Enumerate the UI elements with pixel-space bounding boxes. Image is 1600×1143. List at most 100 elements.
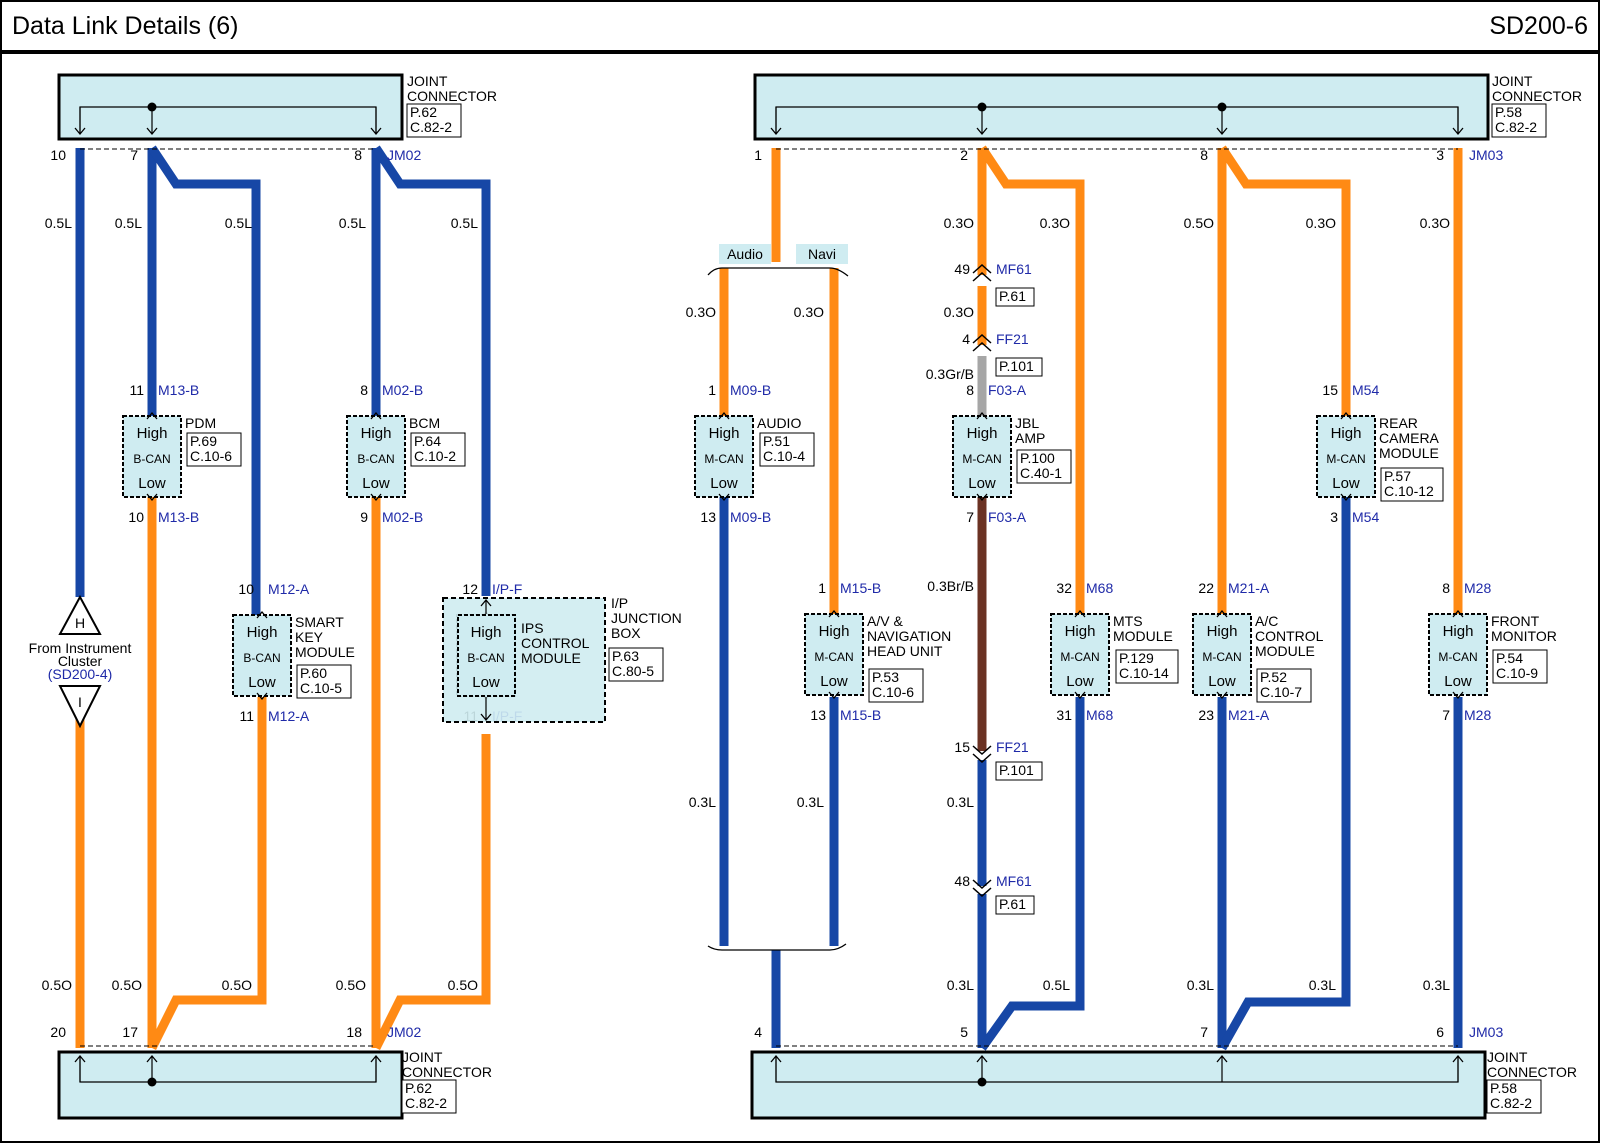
- pin-arrow-icon: [1340, 411, 1352, 420]
- off-page-i-label: I: [78, 694, 82, 710]
- can-low-label: Low: [362, 475, 390, 492]
- wire-size-label: 0.3O: [1306, 215, 1336, 231]
- module-connector-id: M02-B: [382, 382, 423, 398]
- splice-dot: [977, 1077, 987, 1087]
- can-bus-label: B-CAN: [133, 452, 170, 466]
- can-high-label: High: [1065, 623, 1096, 640]
- module-pin-number: 13: [810, 707, 826, 723]
- can-low-label: Low: [472, 674, 500, 691]
- off-page-text: From Instrument: [29, 640, 132, 656]
- off-page-h-label: H: [75, 615, 85, 631]
- branch-label-box-audio: [719, 244, 771, 264]
- can-high-label: High: [471, 624, 502, 641]
- wire-smartkey-low: [147, 697, 267, 1051]
- can-low-label: Low: [1444, 673, 1472, 690]
- module-pin-number: 1: [708, 382, 716, 398]
- module-name: PDM: [185, 415, 216, 431]
- can-bus-label: B-CAN: [357, 452, 394, 466]
- wire-size-label: 0.3L: [947, 794, 974, 810]
- pin-arrow-icon: [146, 1054, 158, 1063]
- wire-size-label: 0.3O: [944, 215, 974, 231]
- joint-connector-ref-box: [1486, 1079, 1542, 1114]
- can-high-label: High: [1331, 425, 1362, 442]
- wire-size-label: 0.5O: [42, 977, 72, 993]
- module-ref-box: [296, 664, 352, 699]
- off-page-i-icon: [58, 685, 102, 729]
- module-connector-id: F03-A: [988, 382, 1027, 398]
- wire-size-label: 0.3L: [689, 794, 716, 810]
- module-name: AUDIO: [757, 415, 801, 431]
- can-bus-label: M-CAN: [1202, 650, 1241, 664]
- wire-size-label: 0.5O: [1184, 215, 1214, 231]
- module-name: KEY: [295, 629, 324, 645]
- can-bus-label: B-CAN: [467, 651, 504, 665]
- joint-pin-number: 1: [754, 147, 762, 163]
- module-name: HEAD UNIT: [867, 643, 943, 659]
- joint-connector-label: JOINT: [1487, 1049, 1528, 1065]
- module-pin-number: 15: [1322, 382, 1338, 398]
- branch-bottom-line: [707, 943, 847, 951]
- can-low-label: Low: [820, 673, 848, 690]
- module-pin-number: 7: [966, 509, 974, 525]
- wire-size-label: 0.3Gr/B: [926, 366, 974, 382]
- inline-pin-number: 48: [954, 873, 970, 889]
- wire-size-label: 0.3L: [1423, 977, 1450, 993]
- module-pin-number: 11: [239, 708, 254, 724]
- can-bus-label: M-CAN: [1060, 650, 1099, 664]
- joint-connector-ref: P.62: [410, 104, 437, 120]
- module-connector-id: M09-B: [730, 382, 771, 398]
- inline-connector-id: MF61: [996, 261, 1032, 277]
- joint-connector-ref: C.82-2: [1495, 119, 1537, 135]
- module-ref: C.10-2: [414, 448, 456, 464]
- module-pin-number: 13: [700, 509, 716, 525]
- pin-arrow-icon: [146, 127, 158, 136]
- module-pin-number: 7: [1442, 707, 1450, 723]
- wire-size-label: 0.5L: [45, 215, 72, 231]
- joint-pin-number: 17: [122, 1024, 138, 1040]
- module-ref: C.10-7: [1260, 684, 1302, 700]
- inline-connector-ref: P.101: [999, 762, 1034, 778]
- joint-connector-ref-box: [1491, 103, 1547, 138]
- inline-connector-ref-box: [995, 761, 1043, 781]
- joint-connector-label: JOINT: [407, 73, 448, 89]
- inline-pin-number: 49: [954, 261, 970, 277]
- module-name: A/V &: [867, 613, 903, 629]
- wire-size-label: 0.5O: [112, 977, 142, 993]
- can-low-label: Low: [710, 475, 738, 492]
- splice-dot: [977, 102, 987, 112]
- module-ref: P.100: [1020, 450, 1055, 466]
- joint-pin-number: 10: [50, 147, 66, 163]
- wire-size-label: 0.3O: [686, 304, 716, 320]
- module-pin-number: 23: [1198, 707, 1214, 723]
- joint-connector-label: JOINT: [1492, 73, 1533, 89]
- module-ref: P.69: [190, 433, 217, 449]
- pin-arrow-icon: [976, 127, 988, 136]
- pin-arrow-icon: [1074, 609, 1086, 618]
- junction-box-ref-box: [608, 647, 664, 682]
- inline-connector-ref: P.61: [999, 896, 1026, 912]
- module-connector-id: M68: [1086, 580, 1113, 596]
- module-connector-id: M15-B: [840, 707, 881, 723]
- module-ref: C.10-6: [190, 448, 232, 464]
- pin-arrow-icon: [1216, 127, 1228, 136]
- inline-connector-icon: [972, 333, 992, 352]
- module-name: MODULE: [521, 650, 581, 666]
- wire-size-label: 0.5L: [451, 215, 478, 231]
- pin-arrow-icon: [256, 610, 268, 619]
- can-high-label: High: [819, 623, 850, 640]
- module-ref-box: [1115, 649, 1179, 684]
- branch-label-box-navi: [796, 244, 848, 264]
- can-low-label: Low: [248, 674, 276, 691]
- off-page-text: Cluster: [58, 653, 103, 669]
- module-connector-id: I/P-F: [492, 581, 522, 597]
- can-bus-label: M-CAN: [704, 452, 743, 466]
- inline-pin-number: 15: [954, 739, 970, 755]
- module-connector-id: M28: [1464, 580, 1491, 596]
- can-low-label: Low: [1208, 673, 1236, 690]
- module-name: BCM: [409, 415, 440, 431]
- module-pin-number: 8: [360, 382, 368, 398]
- module-ref: C.10-9: [1496, 665, 1538, 681]
- wire-size-label: 0.5L: [225, 215, 252, 231]
- joint-pin-number: 20: [50, 1024, 66, 1040]
- inline-connector-ref-box: [995, 287, 1035, 307]
